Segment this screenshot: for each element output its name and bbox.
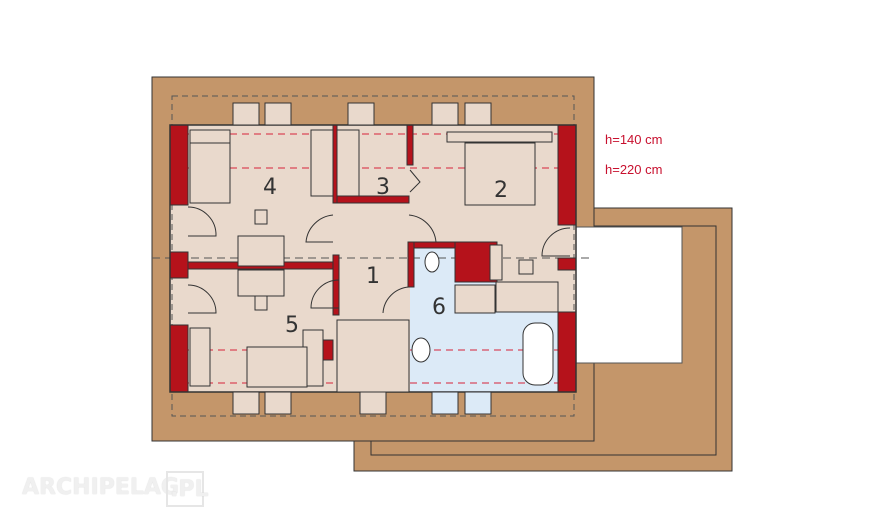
archipelag-logo: ARCHIPELAG .PL bbox=[14, 471, 209, 507]
room-number-1: 1 bbox=[366, 264, 380, 289]
doors bbox=[187, 169, 571, 314]
room-number-6: 6 bbox=[432, 295, 446, 320]
room-number-4: 4 bbox=[263, 175, 277, 200]
logo-suffix-box: .PL bbox=[166, 471, 209, 507]
logo-text: ARCHIPELAG bbox=[22, 475, 179, 500]
windows bbox=[232, 102, 492, 415]
bathroom-fixtures bbox=[411, 251, 554, 386]
balcony-glass bbox=[575, 226, 683, 364]
furniture bbox=[189, 131, 553, 393]
height-label-140: h=140 cm bbox=[605, 132, 662, 147]
room-number-5: 5 bbox=[285, 313, 299, 338]
room-number-2: 2 bbox=[494, 178, 508, 203]
logo-suffix: .PL bbox=[170, 477, 209, 502]
height-label-220: h=220 cm bbox=[605, 162, 662, 177]
room-number-3: 3 bbox=[376, 175, 390, 200]
